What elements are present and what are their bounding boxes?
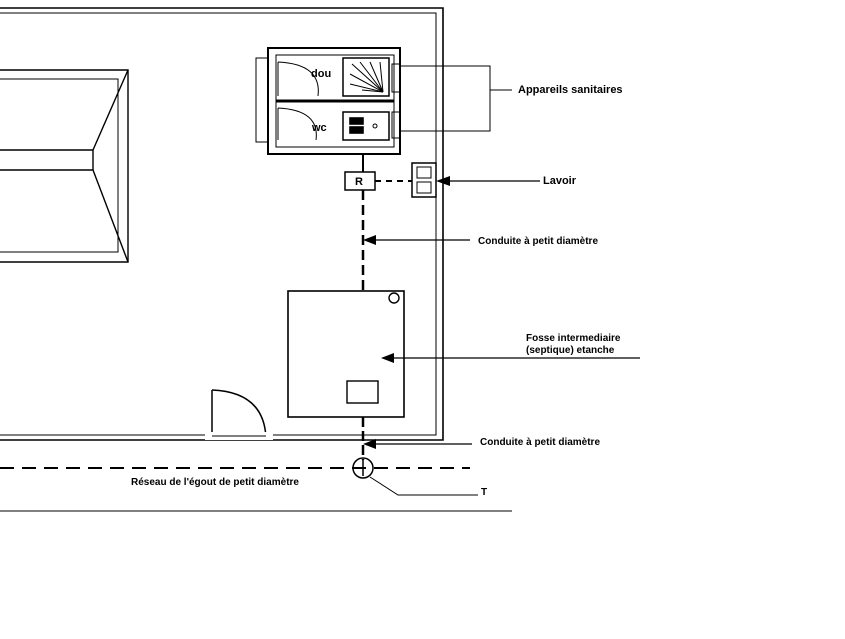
t-leader — [369, 476, 478, 496]
house-roof — [0, 69, 129, 263]
conduite-top-label: Conduite à petit diamètre — [478, 236, 598, 247]
appareils-bracket — [400, 65, 512, 132]
shower-door-swing — [277, 61, 319, 97]
tank-manhole — [346, 380, 379, 404]
shower-tray — [342, 57, 390, 97]
shower-spray — [349, 61, 384, 93]
sanitary-block — [255, 47, 401, 155]
conduite-top-arrow — [363, 235, 470, 245]
appareils-label: Appareils sanitaires — [518, 84, 623, 96]
entrance-gate — [205, 389, 273, 440]
wc-pan — [342, 111, 390, 141]
reseau-label: Réseau de l'égout de petit diamètre — [131, 477, 299, 488]
tank-vent — [388, 292, 400, 304]
septic-tank — [287, 290, 405, 418]
lavoir-label: Lavoir — [543, 175, 577, 187]
fosse-label-line1: Fosse intermediaire — [526, 333, 621, 344]
regard-label: R — [355, 176, 363, 188]
wc-label: wc — [311, 122, 327, 134]
wc-door-swing — [277, 107, 317, 141]
lavoir-arrow — [436, 176, 540, 186]
fosse-arrow — [381, 353, 640, 363]
t-label: T — [481, 487, 487, 498]
plot-boundary — [0, 7, 444, 441]
t-junction-symbol — [352, 457, 374, 479]
conduite-bottom-label: Conduite à petit diamètre — [480, 437, 600, 448]
conduite-bottom-arrow — [363, 439, 472, 449]
lavoir-fixture — [411, 162, 437, 198]
fosse-label-line2: (septique) etanche — [526, 345, 615, 356]
shower-label: dou — [311, 68, 331, 80]
